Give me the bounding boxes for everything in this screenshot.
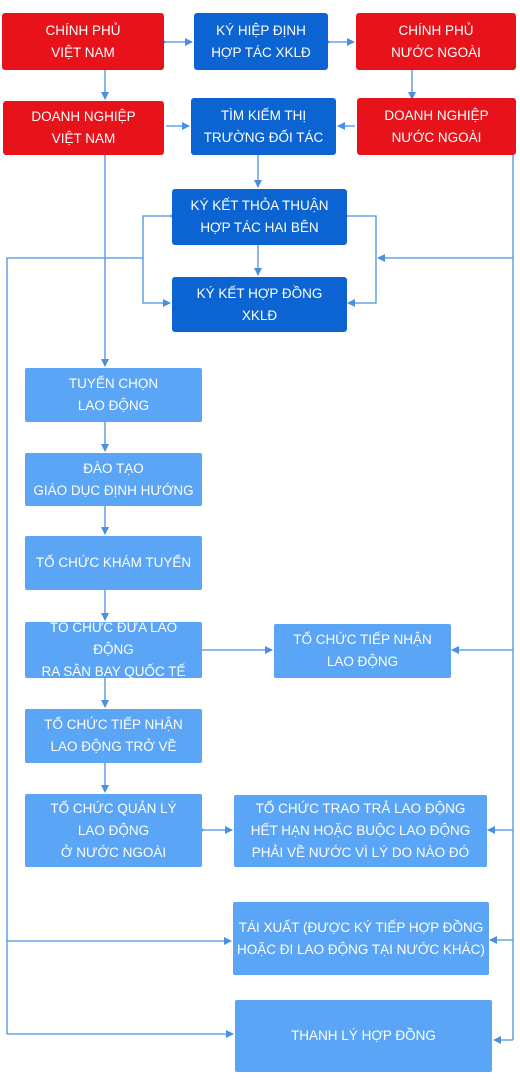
node-liquidation: THANH LÝ HỢP ĐỒNG — [235, 1000, 492, 1072]
node-re-export: TÁI XUẤT (ĐƯỢC KÝ TIẾP HỢP ĐỒNG HOẶC ĐI … — [233, 902, 489, 975]
node-contract: KÝ KẾT HỢP ĐỒNG XKLĐ — [172, 277, 347, 332]
link-left-trunk — [6, 257, 143, 1034]
node-training: ĐÀO TẠO GIÁO DỤC ĐỊNH HƯỚNG — [25, 453, 202, 506]
node-return-expired: TỔ CHỨC TRAO TRẢ LAO ĐỘNG HẾT HẠN HOẶC B… — [234, 795, 487, 867]
node-recruit: TUYỂN CHỌN LAO ĐỘNG — [25, 368, 202, 422]
node-biz-vn: DOANH NGHIỆP VIỆT NAM — [3, 101, 164, 155]
node-airport: TỔ CHỨC ĐƯA LAO ĐỘNG RA SÂN BAY QUỐC TẾ — [25, 620, 202, 679]
link-left-loop — [142, 212, 177, 307]
link-right-loop — [341, 212, 377, 307]
node-gov-vn: CHÍNH PHỦ VIỆT NAM — [2, 13, 164, 70]
node-market-search: TÌM KIẾM THỊ TRƯỜNG ĐỐI TÁC — [191, 98, 336, 155]
node-biz-foreign: DOANH NGHIỆP NƯỚC NGOÀI — [357, 98, 516, 155]
node-manage-abroad: TỔ CHỨC QUẢN LÝ LAO ĐỘNG Ở NƯỚC NGOÀI — [25, 794, 202, 867]
node-receive-foreign: TỔ CHỨC TIẾP NHẬN LAO ĐỘNG — [274, 624, 451, 678]
node-bilateral: KÝ KẾT THỎA THUẬN HỢP TÁC HAI BÊN — [172, 189, 347, 245]
node-receive-return: TỔ CHỨC TIẾP NHẬN LAO ĐỘNG TRỞ VỀ — [25, 709, 202, 763]
node-medical: TỔ CHỨC KHÁM TUYỂN — [25, 536, 202, 590]
node-gov-foreign: CHÍNH PHỦ NƯỚC NGOÀI — [356, 13, 516, 70]
node-agreement: KÝ HIỆP ĐỊNH HỢP TÁC XKLĐ — [194, 13, 328, 70]
